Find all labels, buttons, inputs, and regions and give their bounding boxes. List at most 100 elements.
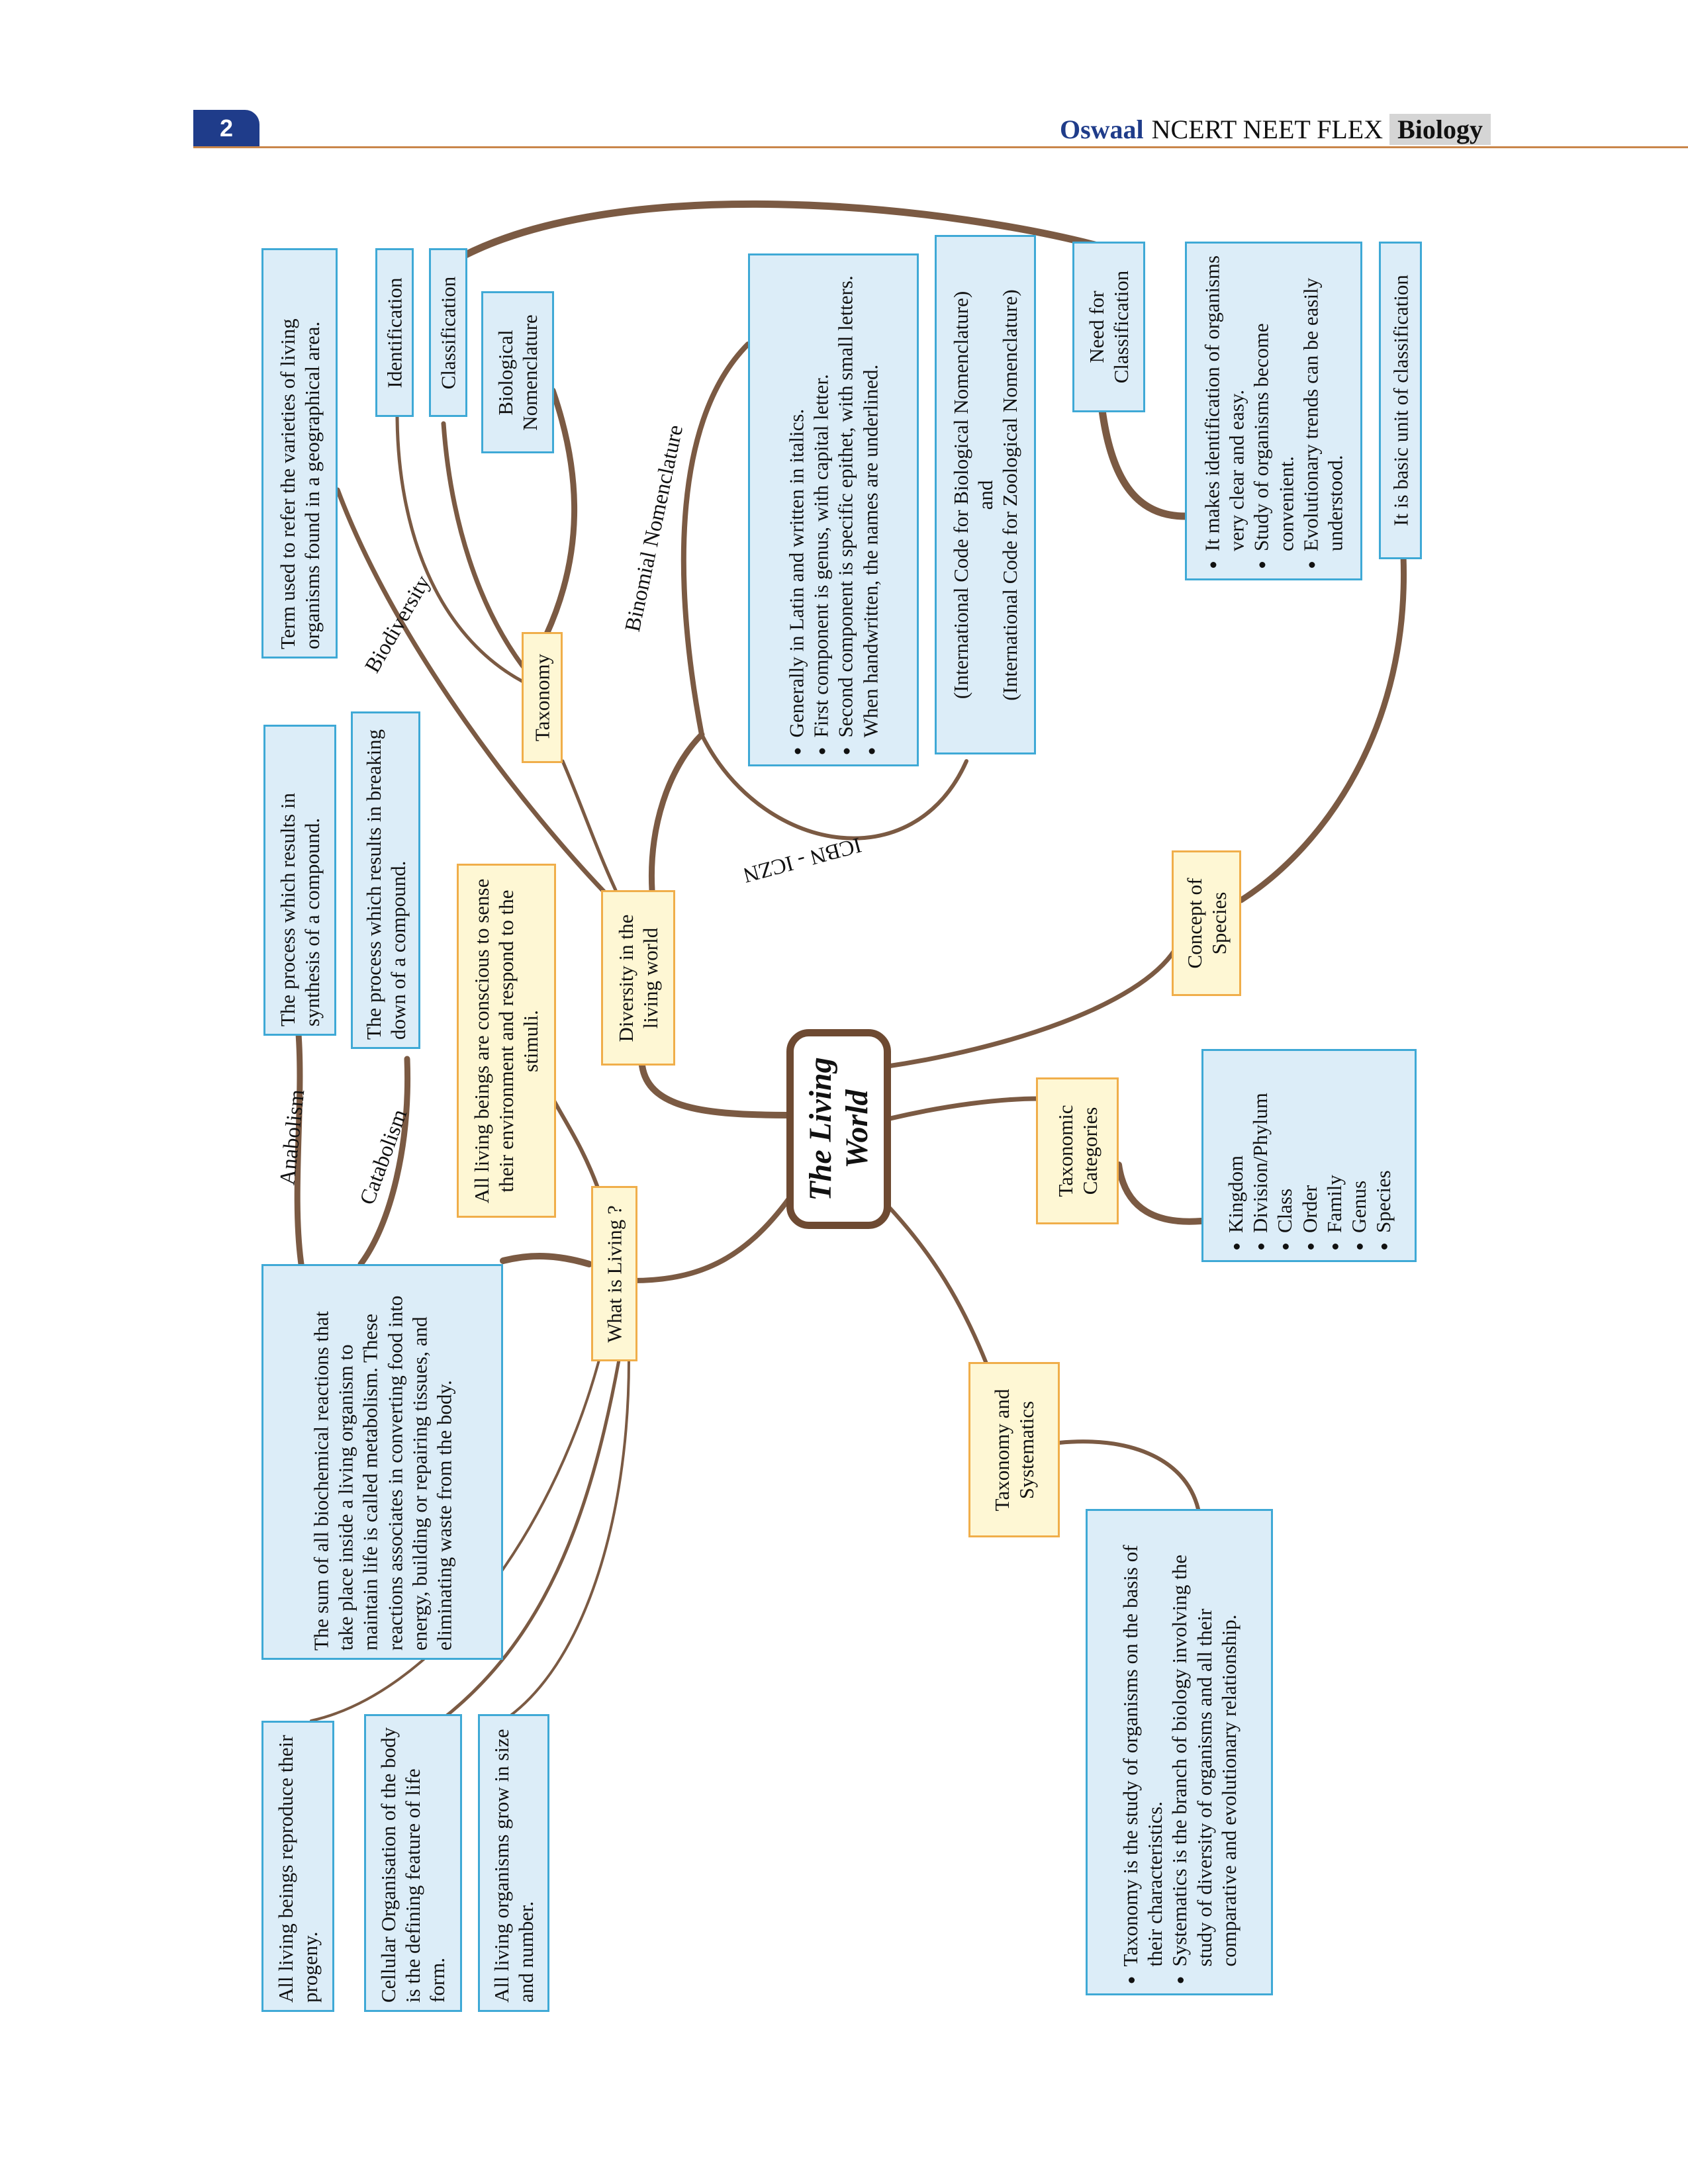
catabolism-definition: The process which results in breaking do… <box>361 729 410 1040</box>
icbn-and: and <box>973 480 997 510</box>
link-diversity-taxonomy <box>561 759 618 892</box>
identification-label: Identification <box>383 277 406 388</box>
anabolism-definition: The process which results in synthesis o… <box>275 793 324 1026</box>
category-item: Class <box>1272 1058 1297 1233</box>
box-species-definition: It is basic unit of classification <box>1379 242 1422 559</box>
header-rule <box>193 146 1688 148</box>
center-title-line1: The Living <box>802 1057 838 1201</box>
need-point: Evolutionary trends can be easily unders… <box>1298 251 1347 551</box>
conscious-definition: All living beings are conscious to sense… <box>470 878 543 1203</box>
node-concept-species-label: Concept of Species <box>1182 878 1231 969</box>
category-item: Species <box>1370 1058 1395 1233</box>
node-what-is-living-label: What is Living ? <box>602 1205 626 1343</box>
link-metabolism-anabolism <box>294 1023 305 1267</box>
subject-name: Biology <box>1389 113 1491 145</box>
link-whatliving-grow <box>502 1359 630 1722</box>
link-binomial-points <box>680 341 751 737</box>
box-grow-definition: All living organisms grow in size and nu… <box>478 1714 549 2012</box>
node-concept-species: Concept of Species <box>1172 850 1241 996</box>
series-name: NCERT NEET FLEX <box>1151 114 1383 144</box>
binomial-point: First component is genus, with capital l… <box>809 263 833 737</box>
link-center-concept <box>881 947 1178 1069</box>
category-item: Kingdom <box>1223 1058 1247 1233</box>
box-identification: Identification <box>375 248 414 417</box>
link-taxsys-box <box>1057 1439 1200 1511</box>
link-center-whatliving <box>630 1189 797 1283</box>
box-binomial-points: Generally in Latin and written in italic… <box>748 253 919 766</box>
link-concept-species <box>1238 553 1407 903</box>
biological-nomenclature-label: Biological Nomenclature <box>493 314 541 431</box>
need-point: It makes identification of organisms ver… <box>1199 251 1248 551</box>
box-need-classification: Need for Classification <box>1072 242 1145 412</box>
categories-list: KingdomDivision/PhylumClassOrderFamilyGe… <box>1223 1058 1395 1253</box>
need-points-list: It makes identification of organisms ver… <box>1199 251 1347 571</box>
binomial-point: When handwritten, the names are underlin… <box>858 263 882 737</box>
category-item: Genus <box>1346 1058 1370 1233</box>
reproduce-definition: All living beings reproduce their progen… <box>273 1735 322 2003</box>
need-point: Study of organisms become convenient. <box>1249 251 1298 551</box>
icbn-line: (International Code for Biological Nomen… <box>949 291 972 699</box>
link-center-diversity <box>639 1062 801 1118</box>
link-concept-need <box>433 200 1123 275</box>
center-topic-box: The Living World <box>786 1029 891 1229</box>
link-whatliving-cellular <box>438 1358 621 1723</box>
box-categories-list: KingdomDivision/PhylumClassOrderFamilyGe… <box>1201 1049 1417 1262</box>
page-number: 2 <box>193 110 259 147</box>
node-diversity: Diversity in the living world <box>601 890 675 1066</box>
box-taxonomy-systematics-points: Taxonomy is the study of organisms on th… <box>1086 1509 1273 1995</box>
link-taxonomy-bionomen <box>543 387 578 639</box>
box-need-points: It makes identification of organisms ver… <box>1185 242 1362 580</box>
link-whatliving-conscious <box>547 1090 601 1193</box>
biodiversity-definition: Term used to refer the varieties of livi… <box>275 318 324 649</box>
node-taxonomic-categories: Taxonomic Categories <box>1036 1077 1119 1224</box>
link-center-taxsys <box>872 1189 988 1365</box>
taxonomy-systematics-point: Taxonomy is the study of organisms on th… <box>1118 1518 1167 1966</box>
link-diversity-biodiversity <box>335 487 608 896</box>
brand-name: Oswaal <box>1059 114 1144 144</box>
link-taxonomy-identification <box>395 412 525 684</box>
cellular-definition: Cellular Organisation of the body is the… <box>377 1727 449 2003</box>
category-item: Order <box>1297 1058 1321 1233</box>
species-definition: It is basic unit of classification <box>1388 275 1412 526</box>
grow-definition: All living organisms grow in size and nu… <box>489 1729 538 2003</box>
node-taxonomic-categories-label: Taxonomic Categories <box>1053 1105 1102 1197</box>
link-taxonomy-classification <box>441 421 532 678</box>
node-taxonomy-systematics-label: Taxonomy and Systematics <box>990 1388 1038 1511</box>
classification-label: Classification <box>436 276 460 389</box>
taxonomy-systematics-list: Taxonomy is the study of organisms on th… <box>1118 1518 1241 1986</box>
center-title-line2: World <box>839 1089 874 1169</box>
box-metabolism-definition: The sum of all biochemical reactions tha… <box>261 1264 503 1660</box>
link-binomial-icbn <box>700 733 968 841</box>
binomial-points-list: Generally in Latin and written in italic… <box>784 263 883 757</box>
need-classification-label: Need for Classification <box>1084 270 1133 384</box>
binomial-point: Second component is specific epithet, wi… <box>833 263 858 737</box>
iczn-line: (International Code for Zoological Nomen… <box>998 289 1022 701</box>
node-what-is-living: What is Living ? <box>591 1186 637 1361</box>
box-biodiversity-definition: Term used to refer the varieties of livi… <box>261 248 338 659</box>
node-conscious: All living beings are conscious to sense… <box>457 864 556 1218</box>
link-whatliving-metabolism <box>500 1253 592 1267</box>
box-catabolism-definition: The process which results in breaking do… <box>351 711 420 1049</box>
box-classification: Classification <box>429 248 467 417</box>
node-taxonomy-label: Taxonomy <box>530 653 554 742</box>
box-reproduce-definition: All living beings reproduce their progen… <box>261 1721 334 2012</box>
category-item: Family <box>1321 1058 1346 1233</box>
category-item: Division/Phylum <box>1248 1058 1272 1233</box>
taxonomy-systematics-point: Systematics is the branch of biology inv… <box>1167 1518 1241 1967</box>
box-cellular-definition: Cellular Organisation of the body is the… <box>364 1714 462 2012</box>
running-header: Oswaal NCERT NEET FLEX Biology <box>1060 113 1491 146</box>
node-taxonomy-systematics: Taxonomy and Systematics <box>968 1362 1060 1537</box>
box-biological-nomenclature: Biological Nomenclature <box>481 291 554 453</box>
link-metabolism-catabolism <box>357 1056 411 1267</box>
link-center-categories <box>888 1096 1042 1121</box>
node-diversity-label: Diversity in the living world <box>614 914 662 1042</box>
link-categories-box <box>1115 1161 1205 1225</box>
binomial-point: Generally in Latin and written in italic… <box>784 263 809 737</box>
metabolism-definition: The sum of all biochemical reactions tha… <box>308 1295 455 1651</box>
box-anabolism-definition: The process which results in synthesis o… <box>263 725 336 1036</box>
node-taxonomy: Taxonomy <box>522 632 563 763</box>
link-diversity-binomial <box>648 731 705 893</box>
link-need-points <box>1098 406 1189 520</box>
box-icbn-iczn: (International Code for Biological Nomen… <box>935 235 1036 754</box>
